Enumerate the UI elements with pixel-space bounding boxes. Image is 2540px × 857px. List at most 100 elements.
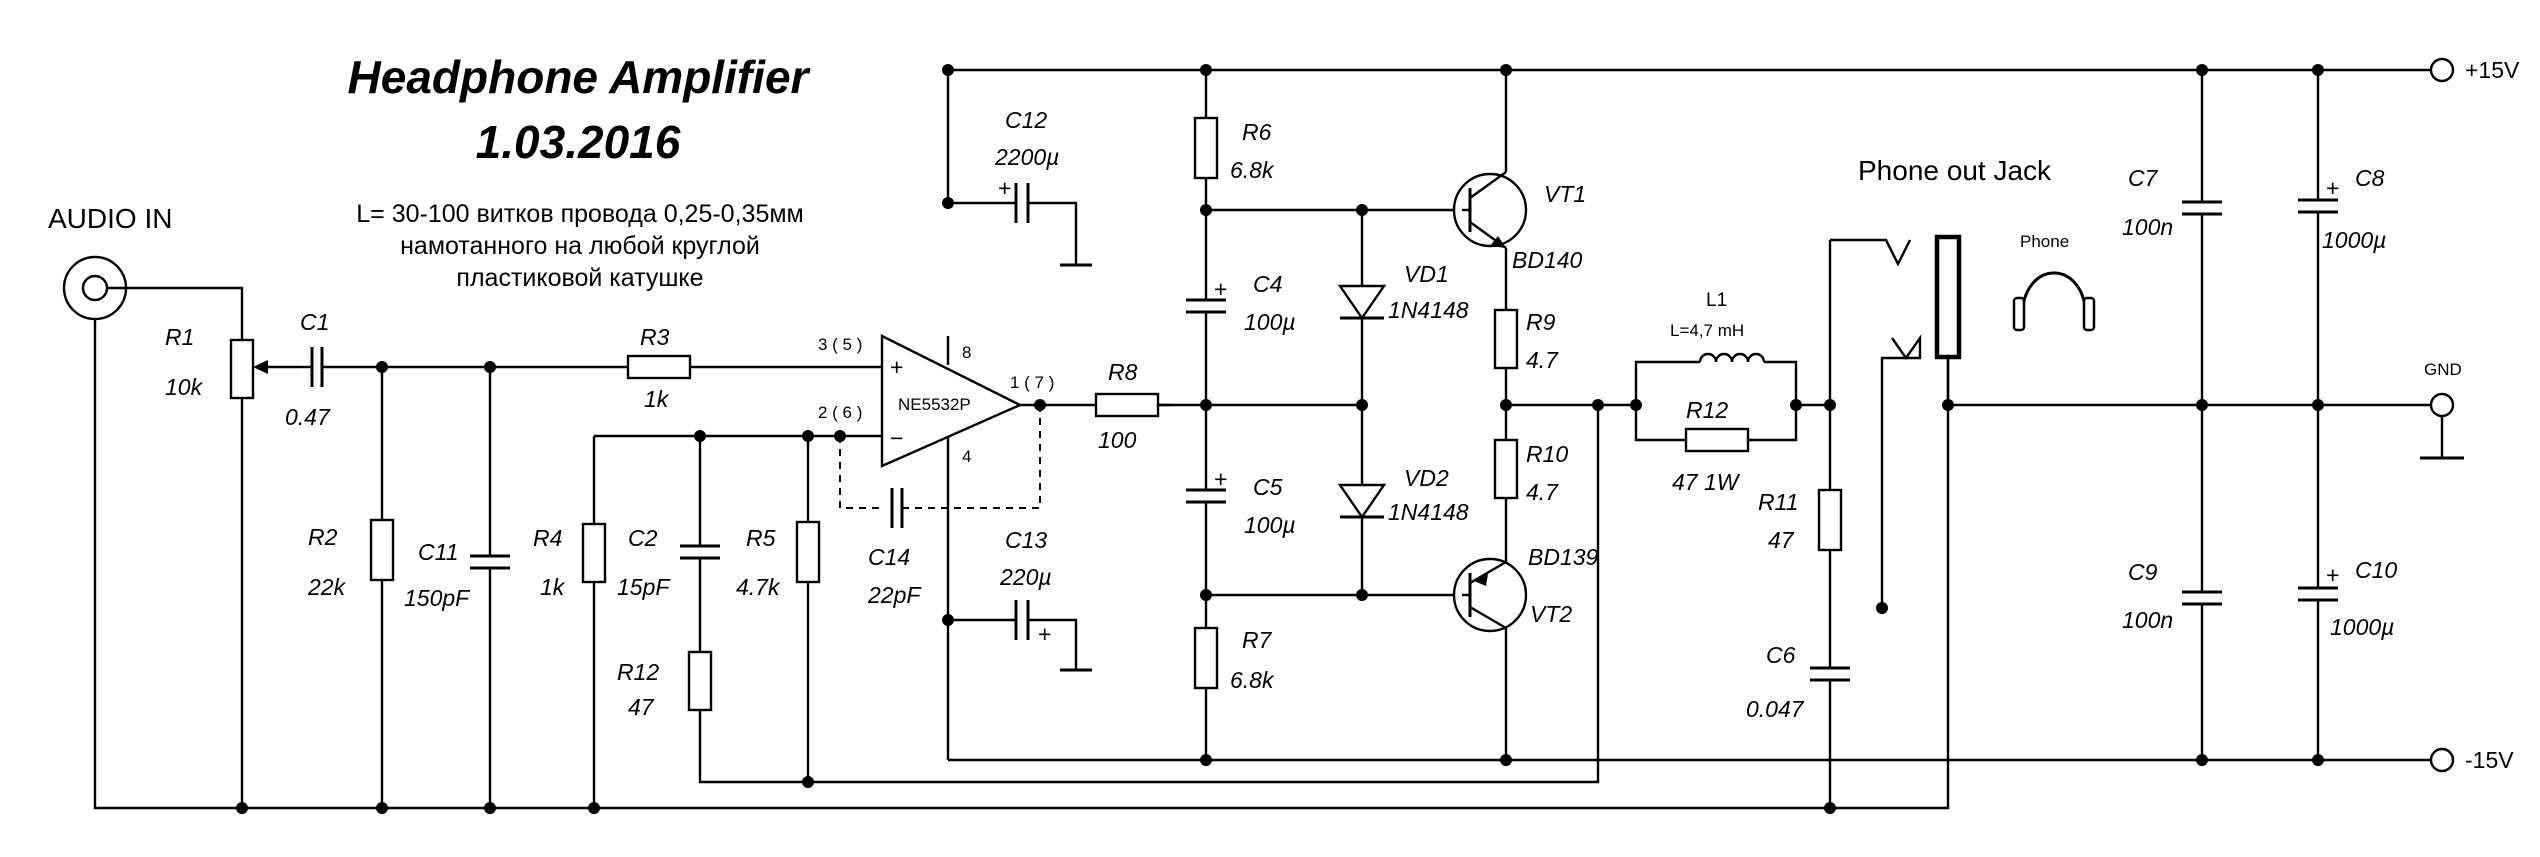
transistor-vt2 (1452, 557, 1528, 760)
label-r12-output: R12 (1686, 397, 1728, 423)
resistor-r3 (626, 354, 882, 380)
value-r12-output: 47 1W (1672, 469, 1741, 495)
label-c9: C9 (2128, 559, 2158, 585)
capacitor-c4 (1186, 298, 1226, 490)
value-r2: 22k (307, 574, 347, 600)
title-line1: Headphone Amplifier (348, 51, 811, 103)
label-gnd: GND (2424, 360, 2462, 379)
resistor-r11 (1817, 240, 1843, 668)
title-line2: 1.03.2016 (476, 116, 681, 168)
value-c1: 0.47 (285, 404, 331, 430)
label-r9: R9 (1526, 309, 1556, 335)
value-c8: 1000µ (2322, 227, 2386, 253)
resistor-r12-feedback (687, 405, 1600, 784)
diode-vd2 (1337, 483, 1387, 595)
opamp-pin-inv: 2 ( 6 ) (818, 403, 862, 422)
label-c11: C11 (418, 539, 459, 565)
label-c5: C5 (1253, 474, 1283, 500)
label-r11: R11 (1758, 489, 1799, 515)
opamp-pin-vplus: 8 (962, 343, 971, 362)
label-c6: C6 (1766, 642, 1796, 668)
capacitor-c10 (2298, 405, 2338, 760)
label-r1: R1 (165, 324, 194, 350)
resistor-r8 (1094, 392, 1160, 418)
label-r8: R8 (1108, 359, 1138, 385)
value-r1: 10k (165, 374, 204, 400)
phone-out-jack-label: Phone out Jack (1858, 155, 2052, 186)
value-r10: 4.7 (1526, 479, 1559, 505)
label-c1: C1 (300, 309, 329, 335)
ground-symbol (2420, 416, 2464, 460)
value-vt2: BD139 (1528, 544, 1599, 570)
value-r11: 47 (1768, 527, 1795, 553)
value-l1: L=4,7 mH (1670, 321, 1744, 340)
rail-negative (946, 620, 2431, 762)
label-vd2: VD2 (1404, 465, 1449, 491)
value-vd1: 1N4148 (1388, 297, 1469, 323)
label-r3: R3 (640, 324, 670, 350)
value-r6: 6.8k (1230, 157, 1275, 183)
label-c4: C4 (1253, 271, 1282, 297)
resistor-r1 (229, 338, 255, 808)
value-vt1: BD140 (1512, 247, 1583, 273)
value-r8: 100 (1098, 427, 1137, 453)
value-c2: 15pF (617, 574, 671, 600)
resistor-r2 (369, 367, 395, 808)
value-c14: 22pF (867, 582, 922, 608)
terminal-plus15v (2429, 57, 2455, 83)
terminal-gnd (2429, 392, 2455, 418)
c4-polarity: + (1214, 276, 1227, 302)
value-c4: 100µ (1244, 309, 1296, 335)
value-c13: 220µ (999, 564, 1052, 590)
value-c9: 100n (2122, 607, 2173, 633)
label-c2: C2 (628, 525, 658, 551)
audio-in-label: AUDIO IN (48, 203, 172, 234)
c10-polarity: + (2326, 562, 2339, 588)
c8-polarity: + (2326, 175, 2339, 201)
label-minus15v: -15V (2465, 747, 2514, 773)
headphones-icon (2012, 271, 2096, 332)
opamp-plus-sign: + (890, 354, 903, 380)
label-r4: R4 (533, 525, 562, 551)
audio-in-jack[interactable] (62, 255, 128, 321)
value-vd2: 1N4148 (1388, 499, 1469, 525)
r1-wiper-arrow (253, 360, 268, 374)
opamp-minus-sign: − (890, 425, 903, 451)
resistor-r6 (1193, 70, 1219, 300)
opamp-name: NE5532P (898, 395, 971, 414)
phone-out-jack[interactable] (1830, 234, 1962, 608)
capacitor-c9 (2182, 405, 2222, 760)
value-c10: 1000µ (2330, 614, 2394, 640)
resistor-r7 (1193, 626, 1219, 760)
opamp-pin-noninv: 3 ( 5 ) (818, 335, 862, 354)
label-c7: C7 (2128, 165, 2159, 191)
label-r6: R6 (1242, 119, 1272, 145)
label-vt2: VT2 (1530, 601, 1572, 627)
value-r12-feedback: 47 (628, 694, 655, 720)
label-plus15v: +15V (2465, 57, 2520, 83)
label-vd1: VD1 (1404, 261, 1449, 287)
capacitor-c1 (300, 347, 628, 387)
transistor-vt1 (1452, 70, 1528, 310)
value-c12: 2200µ (994, 144, 1059, 170)
resistor-r5 (795, 436, 821, 782)
note-line2: намотанного на любой круглой (400, 232, 760, 260)
label-r7: R7 (1242, 627, 1273, 653)
value-c5: 100µ (1244, 512, 1296, 538)
resistor-r10 (1493, 438, 1519, 562)
capacitor-c8 (2298, 70, 2338, 405)
value-c11: 150pF (404, 585, 471, 611)
label-r5: R5 (746, 525, 776, 551)
label-r10: R10 (1526, 441, 1568, 467)
junction-dots (236, 64, 2324, 814)
capacitor-c11 (470, 367, 510, 808)
c12-polarity: + (998, 175, 1011, 201)
value-r7: 6.8k (1230, 667, 1275, 693)
label-c14: C14 (868, 544, 910, 570)
value-r9: 4.7 (1526, 347, 1559, 373)
value-c6: 0.047 (1746, 696, 1805, 722)
inductor-l1 (1634, 352, 1798, 405)
c13-polarity: + (1038, 621, 1051, 647)
resistor-r4 (581, 436, 607, 808)
